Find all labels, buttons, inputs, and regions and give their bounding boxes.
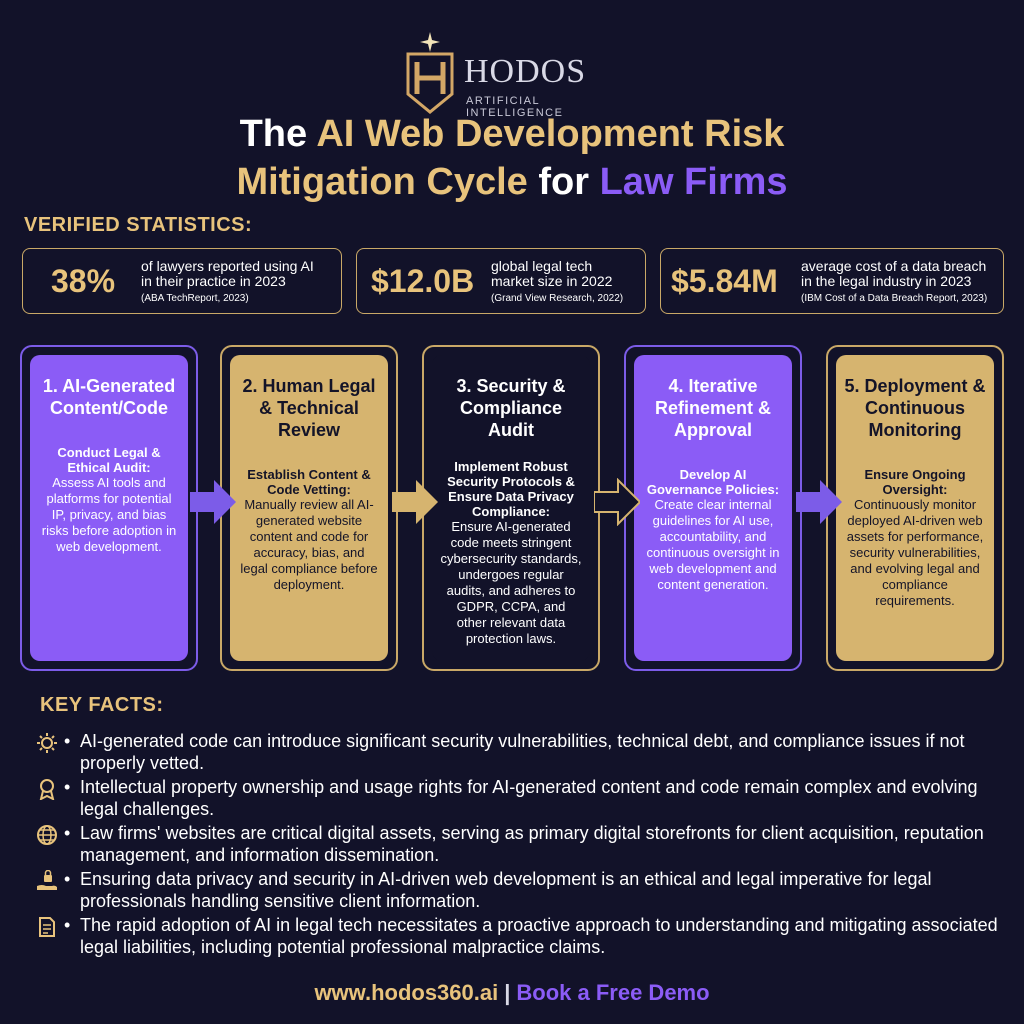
title-text: for	[527, 161, 600, 203]
step-heading: Ensure Ongoing Oversight:	[864, 467, 966, 497]
step-heading: Establish Content & Code Vetting:	[247, 467, 371, 497]
title-text: Mitigation Cycle	[236, 161, 528, 203]
step-title: 5. Deployment & Continuous Monitoring	[844, 376, 986, 440]
footer-separator: |	[504, 980, 511, 1005]
hand-lock-icon	[37, 870, 57, 890]
step-title: 3. Security & Compliance Audit	[456, 376, 566, 440]
gear-sun-icon	[37, 733, 57, 753]
stat-box: $12.0B global legal tech market size in …	[356, 248, 646, 314]
arrow-right-icon	[190, 480, 236, 524]
stat-description: average cost of a data breach in the leg…	[801, 259, 986, 289]
step-card-4: 4. Iterative Refinement & Approval Devel…	[624, 345, 802, 671]
footer: www.hodos360.ai|Book a Free Demo	[0, 980, 1024, 1006]
stat-description: global legal tech market size in 2022	[491, 259, 612, 289]
step-body: Continuously monitor deployed AI-driven …	[846, 497, 984, 608]
brand-tagline: ARTIFICIAL INTELLIGENCE	[466, 95, 564, 119]
step-title: 1. AI-Generated Content/Code	[42, 376, 176, 418]
fact-text: AI-generated code can introduce signific…	[80, 731, 965, 773]
step-card-5: 5. Deployment & Continuous Monitoring En…	[826, 345, 1004, 671]
step-card-1: 1. AI-Generated Content/Code Conduct Leg…	[20, 345, 198, 671]
fact-text: Law firms' websites are critical digital…	[80, 823, 984, 865]
step-body: Create clear internal guidelines for AI …	[646, 497, 780, 592]
bullet: •	[64, 915, 71, 935]
step-title: 2. Human Legal & Technical Review	[242, 376, 376, 440]
book-demo-link[interactable]: Book a Free Demo	[516, 980, 710, 1005]
arrow-right-icon	[392, 480, 438, 524]
title-text: AI Web Development Risk	[316, 113, 785, 155]
bullet: •	[64, 823, 71, 843]
step-body: Manually review all AI-generated website…	[240, 497, 378, 592]
stat-desc-line: global legal tech	[491, 258, 593, 274]
step-heading: Implement Robust Security Protocols & En…	[447, 459, 575, 519]
arrow-right-icon	[594, 478, 640, 526]
step-title: 4. Iterative Refinement & Approval	[654, 376, 771, 440]
brand-name: HODOS	[464, 53, 587, 90]
stat-source: (Grand View Research, 2022)	[491, 293, 624, 304]
facts-heading: KEY FACTS:	[40, 694, 164, 716]
globe-icon	[37, 825, 57, 845]
document-icon	[39, 917, 55, 937]
bullet: •	[64, 731, 71, 751]
step-heading: Conduct Legal & Ethical Audit:	[57, 445, 161, 475]
website-link[interactable]: www.hodos360.ai	[314, 980, 499, 1005]
step-card-inner: 3. Security & Compliance Audit Implement…	[432, 355, 590, 661]
fact-text: Ensuring data privacy and security in AI…	[80, 869, 932, 911]
step-body: Assess AI tools and platforms for potent…	[41, 475, 177, 554]
step-card-inner: 5. Deployment & Continuous Monitoring En…	[836, 355, 994, 661]
arrow-right-icon	[796, 480, 842, 524]
step-body: Ensure AI-generated code meets stringent…	[440, 519, 582, 646]
hodos-logo-icon	[406, 32, 454, 114]
bullet: •	[64, 869, 71, 889]
stat-desc-line: market size in 2022	[491, 273, 613, 289]
brand-logo: HODOS ARTIFICIAL INTELLIGENCE	[404, 20, 634, 119]
bullet: •	[64, 777, 71, 797]
stat-source: (IBM Cost of a Data Breach Report, 2023)	[801, 293, 988, 304]
page-title: The AI Web Development Risk Mitigation C…	[0, 110, 1024, 206]
step-card-3: 3. Security & Compliance Audit Implement…	[422, 345, 600, 671]
stat-value: $12.0B	[371, 263, 475, 299]
title-text: Law Firms	[599, 161, 788, 203]
stats-heading: VERIFIED STATISTICS:	[24, 214, 253, 236]
stat-source: (ABA TechReport, 2023)	[141, 293, 249, 304]
title-text: The	[239, 113, 317, 155]
fact-text: The rapid adoption of AI in legal tech n…	[80, 915, 998, 957]
step-card-inner: 2. Human Legal & Technical Review Establ…	[230, 355, 388, 661]
step-heading: Develop AI Governance Policies:	[646, 467, 780, 497]
stat-desc-line: in the legal industry in 2023	[801, 273, 972, 289]
stat-box: 38% of lawyers reported using AI in thei…	[22, 248, 342, 314]
stat-desc-line: of lawyers reported using AI	[141, 258, 314, 274]
step-card-inner: 4. Iterative Refinement & Approval Devel…	[634, 355, 792, 661]
award-icon	[39, 779, 55, 800]
stat-box: $5.84M average cost of a data breach in …	[660, 248, 1004, 314]
stat-value: 38%	[51, 263, 116, 299]
step-card-2: 2. Human Legal & Technical Review Establ…	[220, 345, 398, 671]
step-card-inner: 1. AI-Generated Content/Code Conduct Leg…	[30, 355, 188, 661]
stat-description: of lawyers reported using AI in their pr…	[141, 259, 314, 289]
fact-text: Intellectual property ownership and usag…	[80, 777, 978, 819]
stat-desc-line: average cost of a data breach	[801, 258, 987, 274]
stat-desc-line: in their practice in 2023	[141, 273, 286, 289]
stat-value: $5.84M	[671, 263, 778, 299]
